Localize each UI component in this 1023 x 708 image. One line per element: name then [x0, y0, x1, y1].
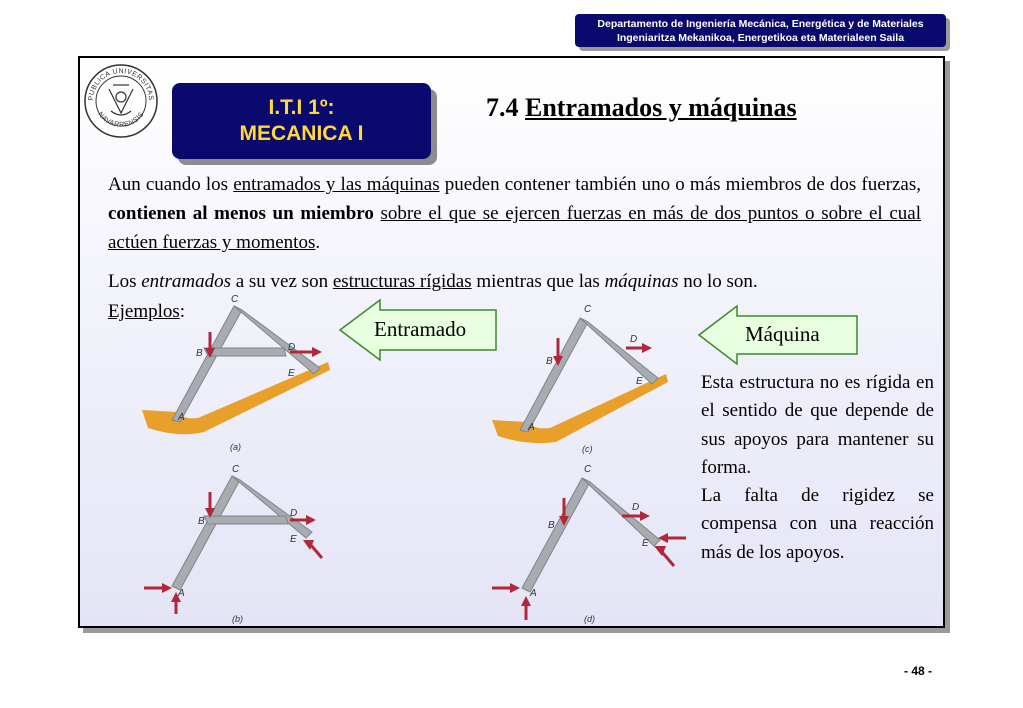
entramado-callout: Entramado [338, 298, 500, 362]
examples-colon: : [179, 301, 186, 322]
para2-text-3: mientras que las [471, 271, 605, 292]
course-level: I.T.I 1º: [268, 96, 335, 119]
para1-bold: contienen al menos un miembro [108, 203, 374, 224]
point-label: A [527, 422, 535, 433]
point-label: C [584, 304, 592, 315]
section-title: 7.4 Entramados y máquinas [486, 93, 797, 123]
figure-b-frame: C B D E A (b) [144, 464, 324, 624]
machine-explanation: Esta estructura no es rígida en el senti… [701, 369, 934, 567]
point-label: B [198, 516, 205, 527]
figure-a-frame: C B D E A (a) [142, 294, 330, 452]
department-name-eu: Ingeniaritza Mekanikoa, Energetikoa eta … [616, 32, 905, 44]
university-seal-logo: PUBLICA UNIVERSITAS NAVARRENSIS [84, 64, 158, 138]
section-number: 7.4 [486, 93, 519, 122]
point-label: A [177, 588, 185, 599]
para1-underlined-2: sobre el que se ejercen fuerzas en más d… [108, 203, 922, 253]
force-arrows [144, 492, 324, 614]
machine-members [521, 477, 661, 593]
point-label: D [632, 502, 639, 513]
force-arrows [553, 338, 652, 366]
entramado-label: Entramado [374, 317, 467, 341]
para1-text-1: Aun cuando los [108, 174, 234, 195]
rigidity-paragraph: Los entramados a su vez son estructuras … [108, 267, 921, 296]
frame-members [171, 305, 321, 423]
para1-space [374, 203, 381, 224]
figure-caption: (a) [230, 442, 241, 452]
point-label: C [232, 464, 240, 475]
maquina-label: Máquina [745, 322, 820, 346]
course-badge: I.T.I 1º: MECANICA I [172, 83, 431, 159]
point-label: D [630, 334, 637, 345]
point-label: E [642, 538, 649, 549]
point-label: E [636, 376, 643, 387]
left-arrow-shape [697, 304, 858, 366]
point-label: E [288, 368, 295, 379]
para1-text-2: pueden contener también uno o más miembr… [439, 174, 921, 195]
point-label: C [584, 464, 592, 475]
examples-heading: Ejemplos: [108, 299, 185, 325]
course-name: MECANICA I [239, 122, 364, 145]
point-label: B [196, 348, 203, 359]
figure-caption: (d) [584, 614, 595, 624]
figure-caption: (b) [232, 614, 243, 624]
examples-label: Ejemplos [108, 301, 180, 322]
page-number: - 48 - [904, 664, 933, 678]
para2-italic-1: entramados [141, 271, 231, 292]
machine-explanation-p1: Esta estructura no es rígida en el senti… [701, 372, 934, 478]
figure-d-machine: C B D E A (d) [492, 464, 686, 624]
point-label: C [231, 294, 239, 305]
machine-explanation-p2: La falta de rigidez se compensa con una … [701, 485, 934, 563]
para2-text-2: a su vez son [230, 271, 333, 292]
section-title-text: Entramados y máquinas [525, 93, 797, 122]
para2-underlined: estructuras rígidas [332, 271, 472, 292]
point-label: A [177, 412, 185, 423]
figure-c-machine: C B D E A (c) [492, 304, 668, 454]
frame-members [171, 475, 313, 591]
point-label: A [529, 588, 537, 599]
maquina-callout: Máquina [697, 304, 861, 366]
point-label: D [288, 342, 295, 353]
para1-underlined-1: entramados y las máquinas [233, 174, 440, 195]
left-arrow-shape [338, 298, 497, 362]
machine-members [519, 317, 659, 433]
force-arrows [205, 332, 322, 358]
ground-support [492, 374, 668, 444]
intro-paragraph: Aun cuando los entramados y las máquinas… [108, 170, 921, 257]
para2-text-1: Los [108, 271, 142, 292]
point-label: B [548, 520, 555, 531]
figure-caption: (c) [582, 444, 593, 454]
point-label: D [290, 508, 297, 519]
para1-period: . [315, 232, 321, 253]
department-name-es: Departamento de Ingeniería Mecánica, Ene… [597, 18, 924, 30]
ground-support [142, 362, 330, 435]
force-arrows [492, 498, 686, 620]
point-label: E [290, 534, 297, 545]
para2-italic-2: máquinas [604, 271, 679, 292]
department-header: Departamento de Ingeniería Mecánica, Ene… [575, 14, 946, 47]
para2-text-4: no lo son. [678, 271, 758, 292]
point-label: B [546, 356, 553, 367]
